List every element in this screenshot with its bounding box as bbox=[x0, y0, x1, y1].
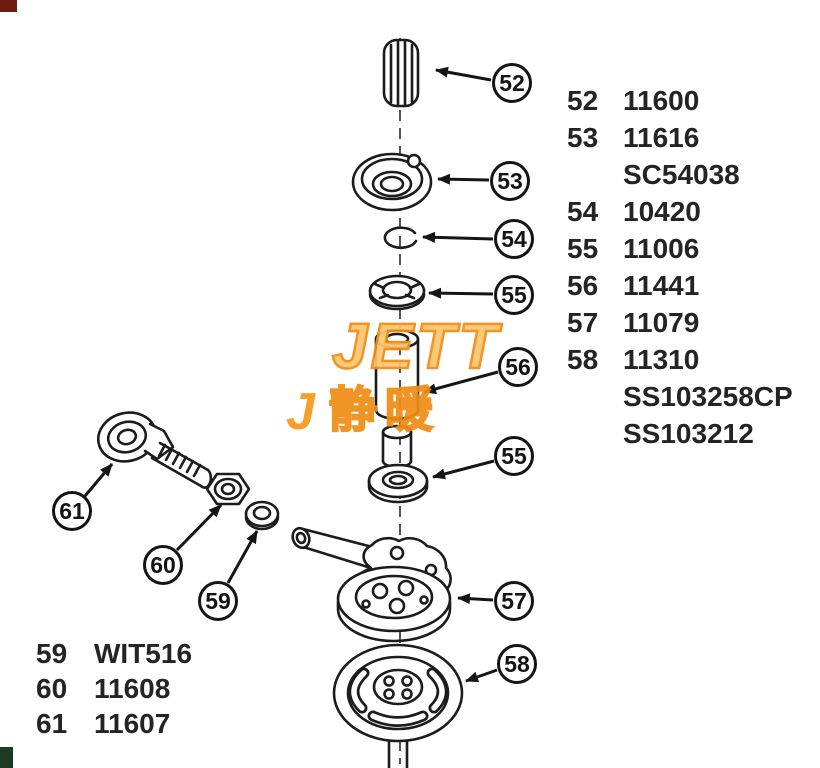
callout-59: 59 bbox=[198, 581, 238, 621]
part-number: 11310 bbox=[623, 344, 700, 375]
parts-list-row: 59 WIT516 bbox=[36, 636, 192, 671]
callout-61: 61 bbox=[52, 491, 92, 531]
parts-list-row: 57 11079 bbox=[567, 304, 793, 341]
scan-artifact-top-left bbox=[0, 0, 17, 12]
parts-list-row: SS103258CP bbox=[567, 378, 793, 415]
part-number: SC54038 bbox=[623, 159, 740, 190]
part-number: 11616 bbox=[623, 122, 700, 153]
callout-53: 53 bbox=[490, 161, 530, 201]
part-ref bbox=[567, 415, 623, 452]
part-ref: 59 bbox=[36, 638, 68, 669]
part-ref: 52 bbox=[567, 85, 599, 116]
part-61-tie-rod-end bbox=[97, 411, 213, 489]
part-ref: 56 bbox=[567, 270, 599, 301]
scan-artifact-bottom-left bbox=[0, 747, 13, 768]
parts-list-row: 55 11006 bbox=[567, 230, 793, 267]
part-number: 11600 bbox=[623, 85, 700, 116]
part-ref: 61 bbox=[36, 708, 68, 739]
part-55-bearing-lower bbox=[367, 463, 429, 504]
parts-list-row: 61 11607 bbox=[36, 706, 192, 741]
parts-list-row: 58 11310 bbox=[567, 341, 793, 378]
part-number: 11607 bbox=[94, 708, 171, 739]
part-56-spacer bbox=[374, 328, 420, 421]
part-55-bearing-upper bbox=[368, 274, 426, 311]
part-ref: 58 bbox=[567, 344, 599, 375]
parts-list-row: SS103212 bbox=[567, 415, 793, 452]
part-54-snap-ring bbox=[383, 226, 418, 250]
callout-55-lower: 55 bbox=[494, 436, 534, 476]
part-number: SS103258CP bbox=[623, 381, 793, 412]
parts-list-bottom: 59 WIT516 60 11608 61 11607 bbox=[36, 636, 192, 741]
part-number: WIT516 bbox=[94, 638, 193, 669]
part-53-bearing-race bbox=[351, 152, 433, 212]
part-ref: 57 bbox=[567, 307, 599, 338]
callout-56: 56 bbox=[498, 347, 538, 387]
parts-list-row: 53 11616 bbox=[567, 119, 793, 156]
parts-list-row: 60 11608 bbox=[36, 671, 192, 706]
parts-list-row: 54 10420 bbox=[567, 193, 793, 230]
parts-list-right: 52 11600 53 11616 SC54038 54 10420 55 11… bbox=[567, 82, 793, 452]
part-ref: 54 bbox=[567, 196, 599, 227]
part-ref: 60 bbox=[36, 673, 68, 704]
callout-52: 52 bbox=[492, 63, 532, 103]
part-number: 11608 bbox=[94, 673, 171, 704]
callout-60: 60 bbox=[143, 545, 183, 585]
callout-55-upper: 55 bbox=[494, 275, 534, 315]
part-ref bbox=[567, 156, 623, 193]
part-57-spindle bbox=[291, 526, 452, 643]
part-number: 11006 bbox=[623, 233, 700, 264]
part-56-lower-section bbox=[381, 424, 413, 469]
part-ref: 53 bbox=[567, 122, 599, 153]
part-58-pulley bbox=[332, 643, 464, 768]
parts-list-row: 56 11441 bbox=[567, 267, 793, 304]
callout-arrows bbox=[83, 66, 499, 683]
part-number: 11441 bbox=[623, 270, 700, 301]
part-ref bbox=[567, 378, 623, 415]
part-ref: 55 bbox=[567, 233, 599, 264]
part-number: 11079 bbox=[623, 307, 700, 338]
callout-58: 58 bbox=[497, 644, 537, 684]
part-number: SS103212 bbox=[623, 418, 754, 449]
part-60-nut bbox=[205, 472, 251, 506]
part-59-washer bbox=[244, 500, 280, 531]
callout-57: 57 bbox=[494, 581, 534, 621]
parts-list-row: 52 11600 bbox=[567, 82, 793, 119]
callout-54: 54 bbox=[494, 219, 534, 259]
part-52-bushing bbox=[382, 38, 420, 108]
part-number: 10420 bbox=[623, 196, 701, 227]
parts-list-row: SC54038 bbox=[567, 156, 793, 193]
